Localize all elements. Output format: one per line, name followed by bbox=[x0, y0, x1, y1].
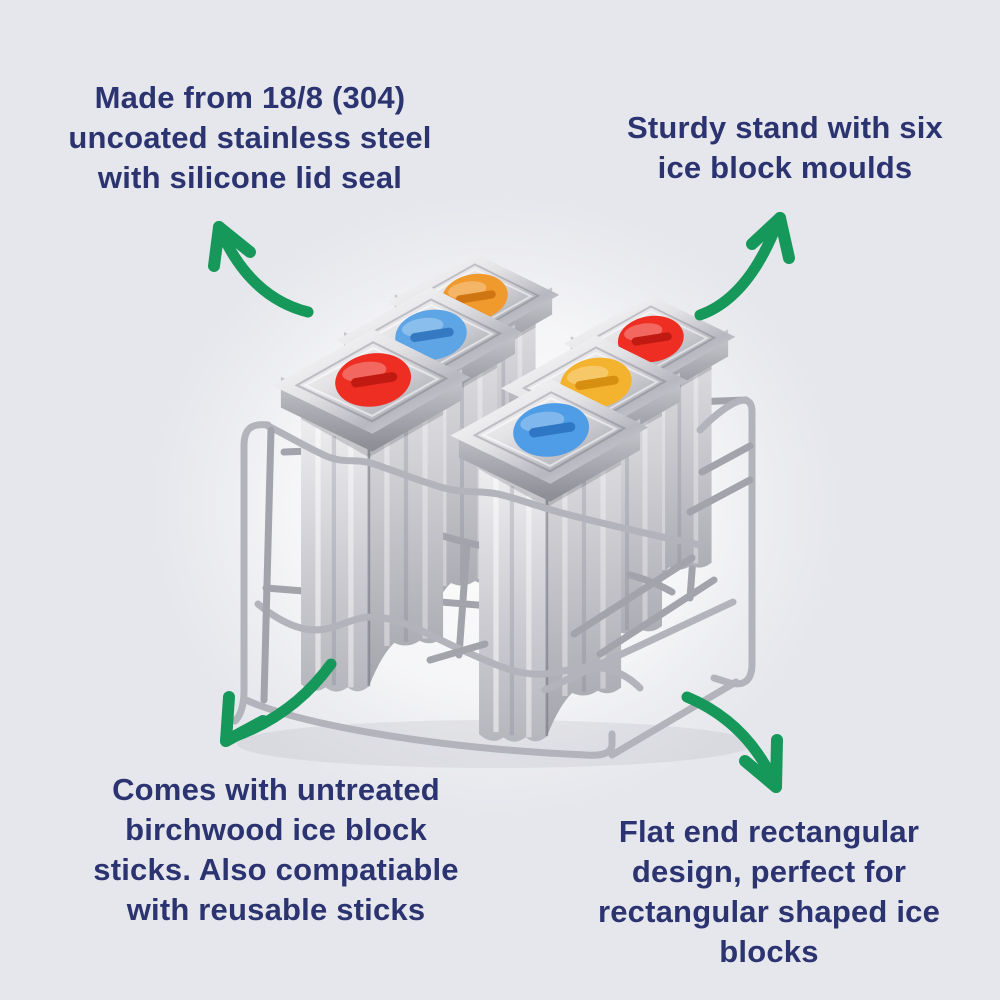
callout-line: Made from 18/8 (304) bbox=[94, 80, 406, 115]
callout-line: with silicone lid seal bbox=[97, 160, 403, 195]
callout-line: Comes with untreated bbox=[112, 772, 440, 807]
callout-line: birchwood ice block bbox=[125, 812, 427, 847]
callout-sticks: Comes with untreated birchwood ice block… bbox=[58, 770, 494, 930]
arrows bbox=[208, 212, 795, 793]
callout-line: ice block moulds bbox=[657, 150, 913, 185]
callout-line: design, perfect for bbox=[631, 854, 907, 889]
lid-seal-button bbox=[335, 353, 412, 407]
curved-arrow-icon-bottom-right bbox=[681, 691, 783, 793]
callout-line: sticks. Also compatiable bbox=[93, 852, 459, 887]
callout-line: uncoated stainless steel bbox=[68, 120, 432, 155]
lid-seal-button bbox=[617, 315, 684, 363]
mould-front-center bbox=[464, 386, 635, 741]
mould-front-left bbox=[286, 336, 457, 691]
callout-stand: Sturdy stand with six ice block moulds bbox=[595, 108, 975, 188]
wire-stand-front bbox=[231, 396, 756, 759]
callout-shape: Flat end rectangular design, perfect for… bbox=[560, 812, 978, 972]
mould-middle-left bbox=[349, 294, 510, 629]
mould-back-right bbox=[575, 301, 723, 609]
curved-arrow-icon-top-left bbox=[208, 221, 314, 318]
curved-arrow-icon-bottom-left bbox=[220, 658, 337, 747]
callout-line: Sturdy stand with six bbox=[627, 110, 943, 145]
curved-arrow-icon-top-right bbox=[694, 212, 795, 321]
callout-line: Flat end rectangular bbox=[618, 814, 920, 849]
callout-material: Made from 18/8 (304) uncoated stainless … bbox=[40, 78, 460, 198]
callout-line: blocks bbox=[719, 934, 819, 969]
lid-seal-button bbox=[395, 309, 467, 361]
callout-line: with reusable sticks bbox=[126, 892, 426, 927]
lid-seal-button bbox=[513, 403, 590, 457]
callout-line: rectangular shaped ice bbox=[597, 894, 941, 929]
